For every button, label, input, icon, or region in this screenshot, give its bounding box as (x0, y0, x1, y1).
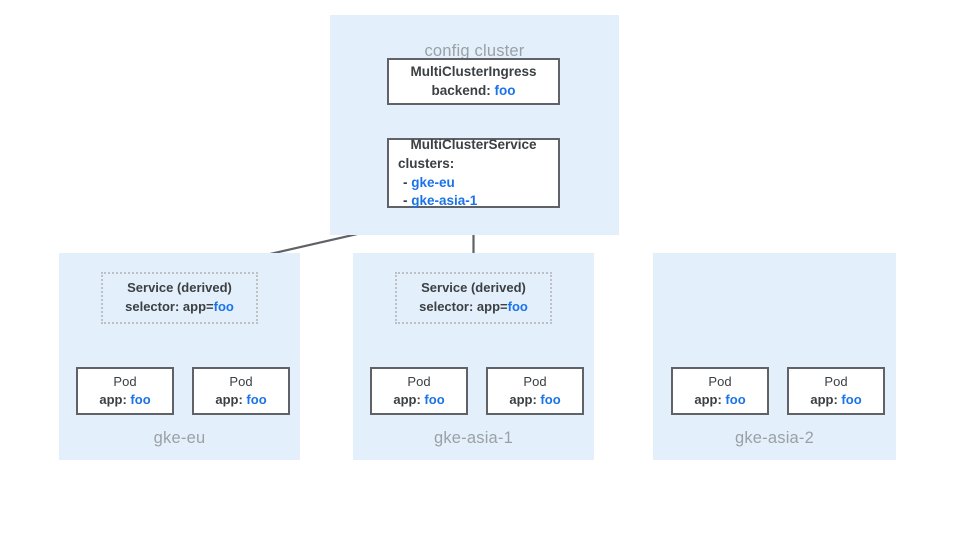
pod-label-value: foo (246, 392, 267, 407)
config-cluster-panel: config cluster (330, 15, 619, 235)
multiclusterservice-cluster-value: gke-eu (411, 174, 455, 190)
cluster-label-gke-eu: gke-eu (153, 429, 206, 447)
derived-service-selector-label: selector: app= (419, 299, 508, 314)
pod-label-value: foo (424, 392, 445, 407)
multiclusteringress-kind: MultiClusterIngress (410, 64, 537, 80)
list-bullet: - (403, 174, 408, 190)
derived-service-selector-label: selector: app= (125, 299, 214, 314)
pod-label-key: app: (393, 392, 421, 407)
multiclusteringress-backend: backend: foo (389, 82, 558, 100)
derived-service-box-gke-eu[interactable]: Service (derived) selector: app=foo (101, 272, 258, 324)
pod-label: app: foo (78, 391, 172, 409)
pod-label-key: app: (810, 392, 838, 407)
pod-label-value: foo (130, 392, 151, 407)
derived-service-title: Service (derived) (127, 280, 232, 296)
pod-label-key: app: (694, 392, 722, 407)
pod-name: Pod (708, 373, 732, 389)
config-cluster-label: config cluster (424, 42, 525, 60)
cluster-label-gke-asia-2: gke-asia-2 (734, 429, 815, 447)
multiclusterservice-cluster-value: gke-asia-1 (411, 192, 478, 208)
pod-label-key: app: (509, 392, 537, 407)
derived-service-selector-value: foo (507, 299, 528, 314)
derived-service-box-gke-asia-1[interactable]: Service (derived) selector: app=foo (395, 272, 552, 324)
pod-name: Pod (407, 373, 431, 389)
pod-label-value: foo (725, 392, 746, 407)
pod-name: Pod (113, 373, 137, 389)
multiclusteringress-backend-value: foo (494, 82, 516, 98)
pod-box[interactable]: Pod app: foo (76, 367, 174, 415)
cluster-panel-gke-asia-2: gke-asia-2 (653, 253, 896, 460)
pod-label: app: foo (372, 391, 466, 409)
pod-label: app: foo (789, 391, 883, 409)
pod-name: Pod (824, 373, 848, 389)
pod-box[interactable]: Pod app: foo (787, 367, 885, 415)
multiclusterservice-kind: MultiClusterService (410, 137, 537, 153)
list-bullet: - (403, 192, 408, 208)
multiclusteringress-box[interactable]: MultiClusterIngress backend: foo (387, 58, 560, 105)
pod-label: app: foo (194, 391, 288, 409)
pod-box[interactable]: Pod app: foo (671, 367, 769, 415)
multiclusteringress-backend-label: backend: (431, 82, 491, 98)
multiclusterservice-cluster-item: - gke-eu (389, 174, 558, 192)
cluster-panel-gke-asia-1: gke-asia-1 (353, 253, 594, 460)
derived-service-selector: selector: app=foo (397, 298, 550, 317)
multiclusterservice-cluster-item: - gke-asia-1 (389, 192, 558, 210)
pod-label-value: foo (540, 392, 561, 407)
pod-box[interactable]: Pod app: foo (486, 367, 584, 415)
cluster-panel-gke-eu: gke-eu (59, 253, 300, 460)
derived-service-selector-value: foo (213, 299, 234, 314)
pod-label: app: foo (673, 391, 767, 409)
pod-name: Pod (523, 373, 547, 389)
derived-service-selector: selector: app=foo (103, 298, 256, 317)
pod-name: Pod (229, 373, 253, 389)
pod-box[interactable]: Pod app: foo (192, 367, 290, 415)
derived-service-title: Service (derived) (421, 280, 526, 296)
pod-label: app: foo (488, 391, 582, 409)
pod-label-value: foo (841, 392, 862, 407)
multiclusterservice-clusters-label: clusters: (398, 156, 455, 172)
pod-label-key: app: (215, 392, 243, 407)
pod-box[interactable]: Pod app: foo (370, 367, 468, 415)
pod-label-key: app: (99, 392, 127, 407)
multiclusterservice-box[interactable]: MultiClusterService clusters: - gke-eu -… (387, 137, 560, 210)
cluster-label-gke-asia-1: gke-asia-1 (433, 429, 514, 447)
